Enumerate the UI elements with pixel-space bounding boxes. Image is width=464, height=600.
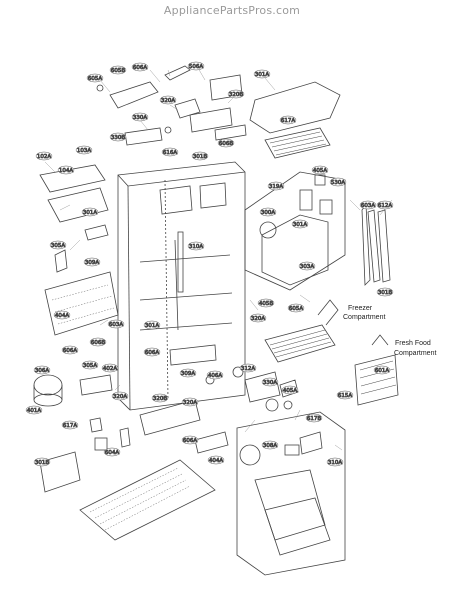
callout-label: 312A (241, 366, 255, 372)
callout-label: 320A (161, 98, 175, 104)
callout-label: 301B (35, 460, 49, 466)
drip-tray (39, 164, 109, 241)
callout-label: 330A (263, 380, 277, 386)
callout-label: 319A (269, 184, 283, 190)
callout-label: 406A (208, 373, 222, 379)
callout-label: 301A (83, 210, 97, 216)
callout-label: 603A (109, 322, 123, 328)
callout-label: 530A (331, 180, 345, 186)
callout-label: 310A (189, 244, 203, 250)
callout-label: 405A (283, 388, 297, 394)
callout-label: 617A (63, 423, 77, 429)
fan-and-motor-parts (205, 366, 299, 412)
machine-cover-base (79, 399, 229, 541)
callout-label: 617B (307, 416, 321, 422)
fresh-food-label-line2: Compartment (394, 350, 436, 357)
callout-label: 309A (181, 371, 195, 377)
callout-label: 330A (133, 115, 147, 121)
callout-label: 606A (145, 350, 159, 356)
side-rails (361, 203, 391, 286)
callout-label: 320A (251, 316, 265, 322)
back-cover-panel (44, 249, 119, 336)
callout-label: 617A (281, 118, 295, 124)
callout-label: 104A (59, 168, 73, 174)
callout-label: 506A (189, 64, 203, 70)
callout-label: 606B (91, 340, 105, 346)
callout-label: 605A (289, 306, 303, 312)
callout-label: 103A (77, 148, 91, 154)
callout-label: 405B (259, 301, 273, 307)
compartment-annotations: Freezer Compartment Fresh Food Compartme… (343, 305, 436, 357)
callout-label: 612A (378, 203, 392, 209)
callout-label: 301B (193, 154, 207, 160)
callout-label: 301A (145, 323, 159, 329)
callout-label: 305A (51, 243, 65, 249)
callout-label: 405A (313, 168, 327, 174)
fresh-food-evaporator (354, 334, 399, 406)
callout-label: 308A (263, 443, 277, 449)
callout-label: 320B (229, 92, 243, 98)
callout-label: 604A (105, 450, 119, 456)
freezer-evaporator (264, 299, 339, 363)
freezer-label-line2: Compartment (343, 314, 385, 321)
callout-label: 404A (209, 458, 223, 464)
callout-label: 309A (85, 260, 99, 266)
callout-label: 606A (133, 65, 147, 71)
callout-label: 616A (163, 150, 177, 156)
callout-label: 102A (37, 154, 51, 160)
fresh-food-label-line1: Fresh Food (395, 340, 431, 347)
callout-label: 320B (153, 396, 167, 402)
callout-label: 301A (293, 222, 307, 228)
evaporator-cover (244, 171, 346, 291)
callout-label: 300A (261, 210, 275, 216)
callout-label: 310A (328, 460, 342, 466)
callout-label: 301B (378, 290, 392, 296)
callout-label: 301A (255, 72, 269, 78)
callout-label: 615A (338, 393, 352, 399)
callout-label: 601A (375, 368, 389, 374)
callout-label: 404A (55, 313, 69, 319)
callout-label: 606A (183, 438, 197, 444)
callout-label: 402A (103, 366, 117, 372)
callout-label: 306A (35, 368, 49, 374)
callout-label: 401A (27, 408, 41, 414)
site-title: AppliancePartsPros.com (163, 4, 301, 17)
top-hinge-parts (96, 65, 247, 146)
callout-label: 605B (111, 68, 125, 74)
callout-label: 330B (111, 135, 125, 141)
callout-label: 320A (183, 400, 197, 406)
freezer-label-line1: Freezer (348, 305, 373, 312)
compressor-parts (33, 374, 131, 493)
drawer-assembly (236, 411, 346, 576)
callout-label: 606B (219, 141, 233, 147)
callout-label: 320A (113, 394, 127, 400)
callout-label: 603A (361, 203, 375, 209)
top-cover-grille (249, 81, 341, 159)
callout-label: 305A (83, 363, 97, 369)
callout-bubbles: 605A 605B 606A 506A 301A 320B 320A 330A … (25, 61, 394, 466)
callout-label: 606A (63, 348, 77, 354)
callout-label: 303A (300, 264, 314, 270)
callout-label: 605A (88, 76, 102, 82)
